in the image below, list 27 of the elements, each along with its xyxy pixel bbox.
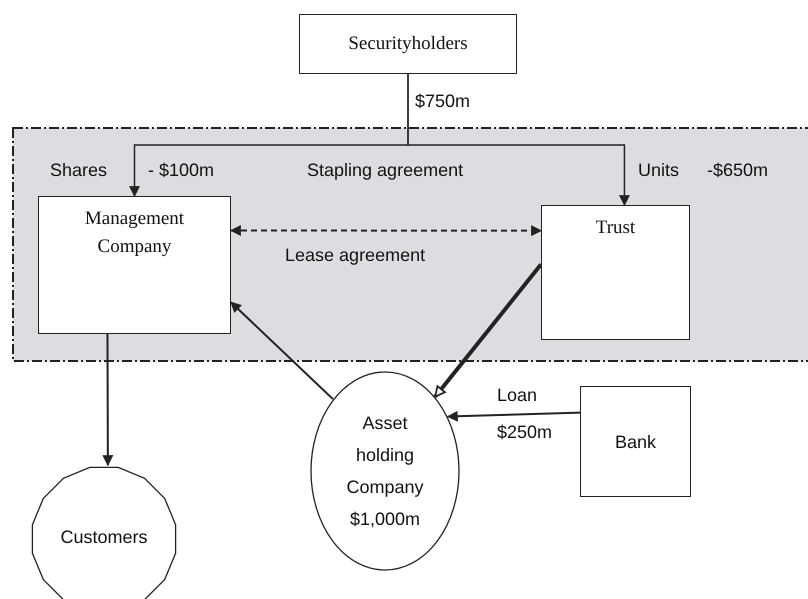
edge-label: Shares xyxy=(50,159,108,182)
node-label: Trust xyxy=(596,216,636,240)
edge-label: Lease agreement xyxy=(285,244,426,267)
arrow xyxy=(434,263,543,398)
entity-box xyxy=(580,386,691,497)
amount-label: $750m xyxy=(415,90,470,113)
node-label: Customers xyxy=(60,526,148,549)
amount-label: -$650m xyxy=(707,159,768,182)
node-label: Asset holding Company $1,000m xyxy=(345,412,425,531)
amount-label: - $100m xyxy=(148,159,214,182)
entity-box xyxy=(541,205,690,340)
entity-ellipse xyxy=(310,371,460,571)
node-label: Management Company xyxy=(84,207,186,259)
arrow xyxy=(230,302,334,400)
dashed-arrow xyxy=(230,225,542,236)
arrow xyxy=(446,410,580,422)
arrow xyxy=(102,334,114,466)
amount-label: Stapling agreement xyxy=(307,159,464,182)
entity-box xyxy=(299,14,517,74)
edge-label: Units xyxy=(638,159,680,182)
edge-label: Loan xyxy=(497,384,538,407)
node-label: Bank xyxy=(614,430,656,454)
arrow xyxy=(407,74,630,206)
entity-box xyxy=(38,196,231,334)
node-label: Securityholders xyxy=(348,32,468,56)
amount-label: $250m xyxy=(497,421,552,444)
stapled-group-area xyxy=(12,127,808,362)
